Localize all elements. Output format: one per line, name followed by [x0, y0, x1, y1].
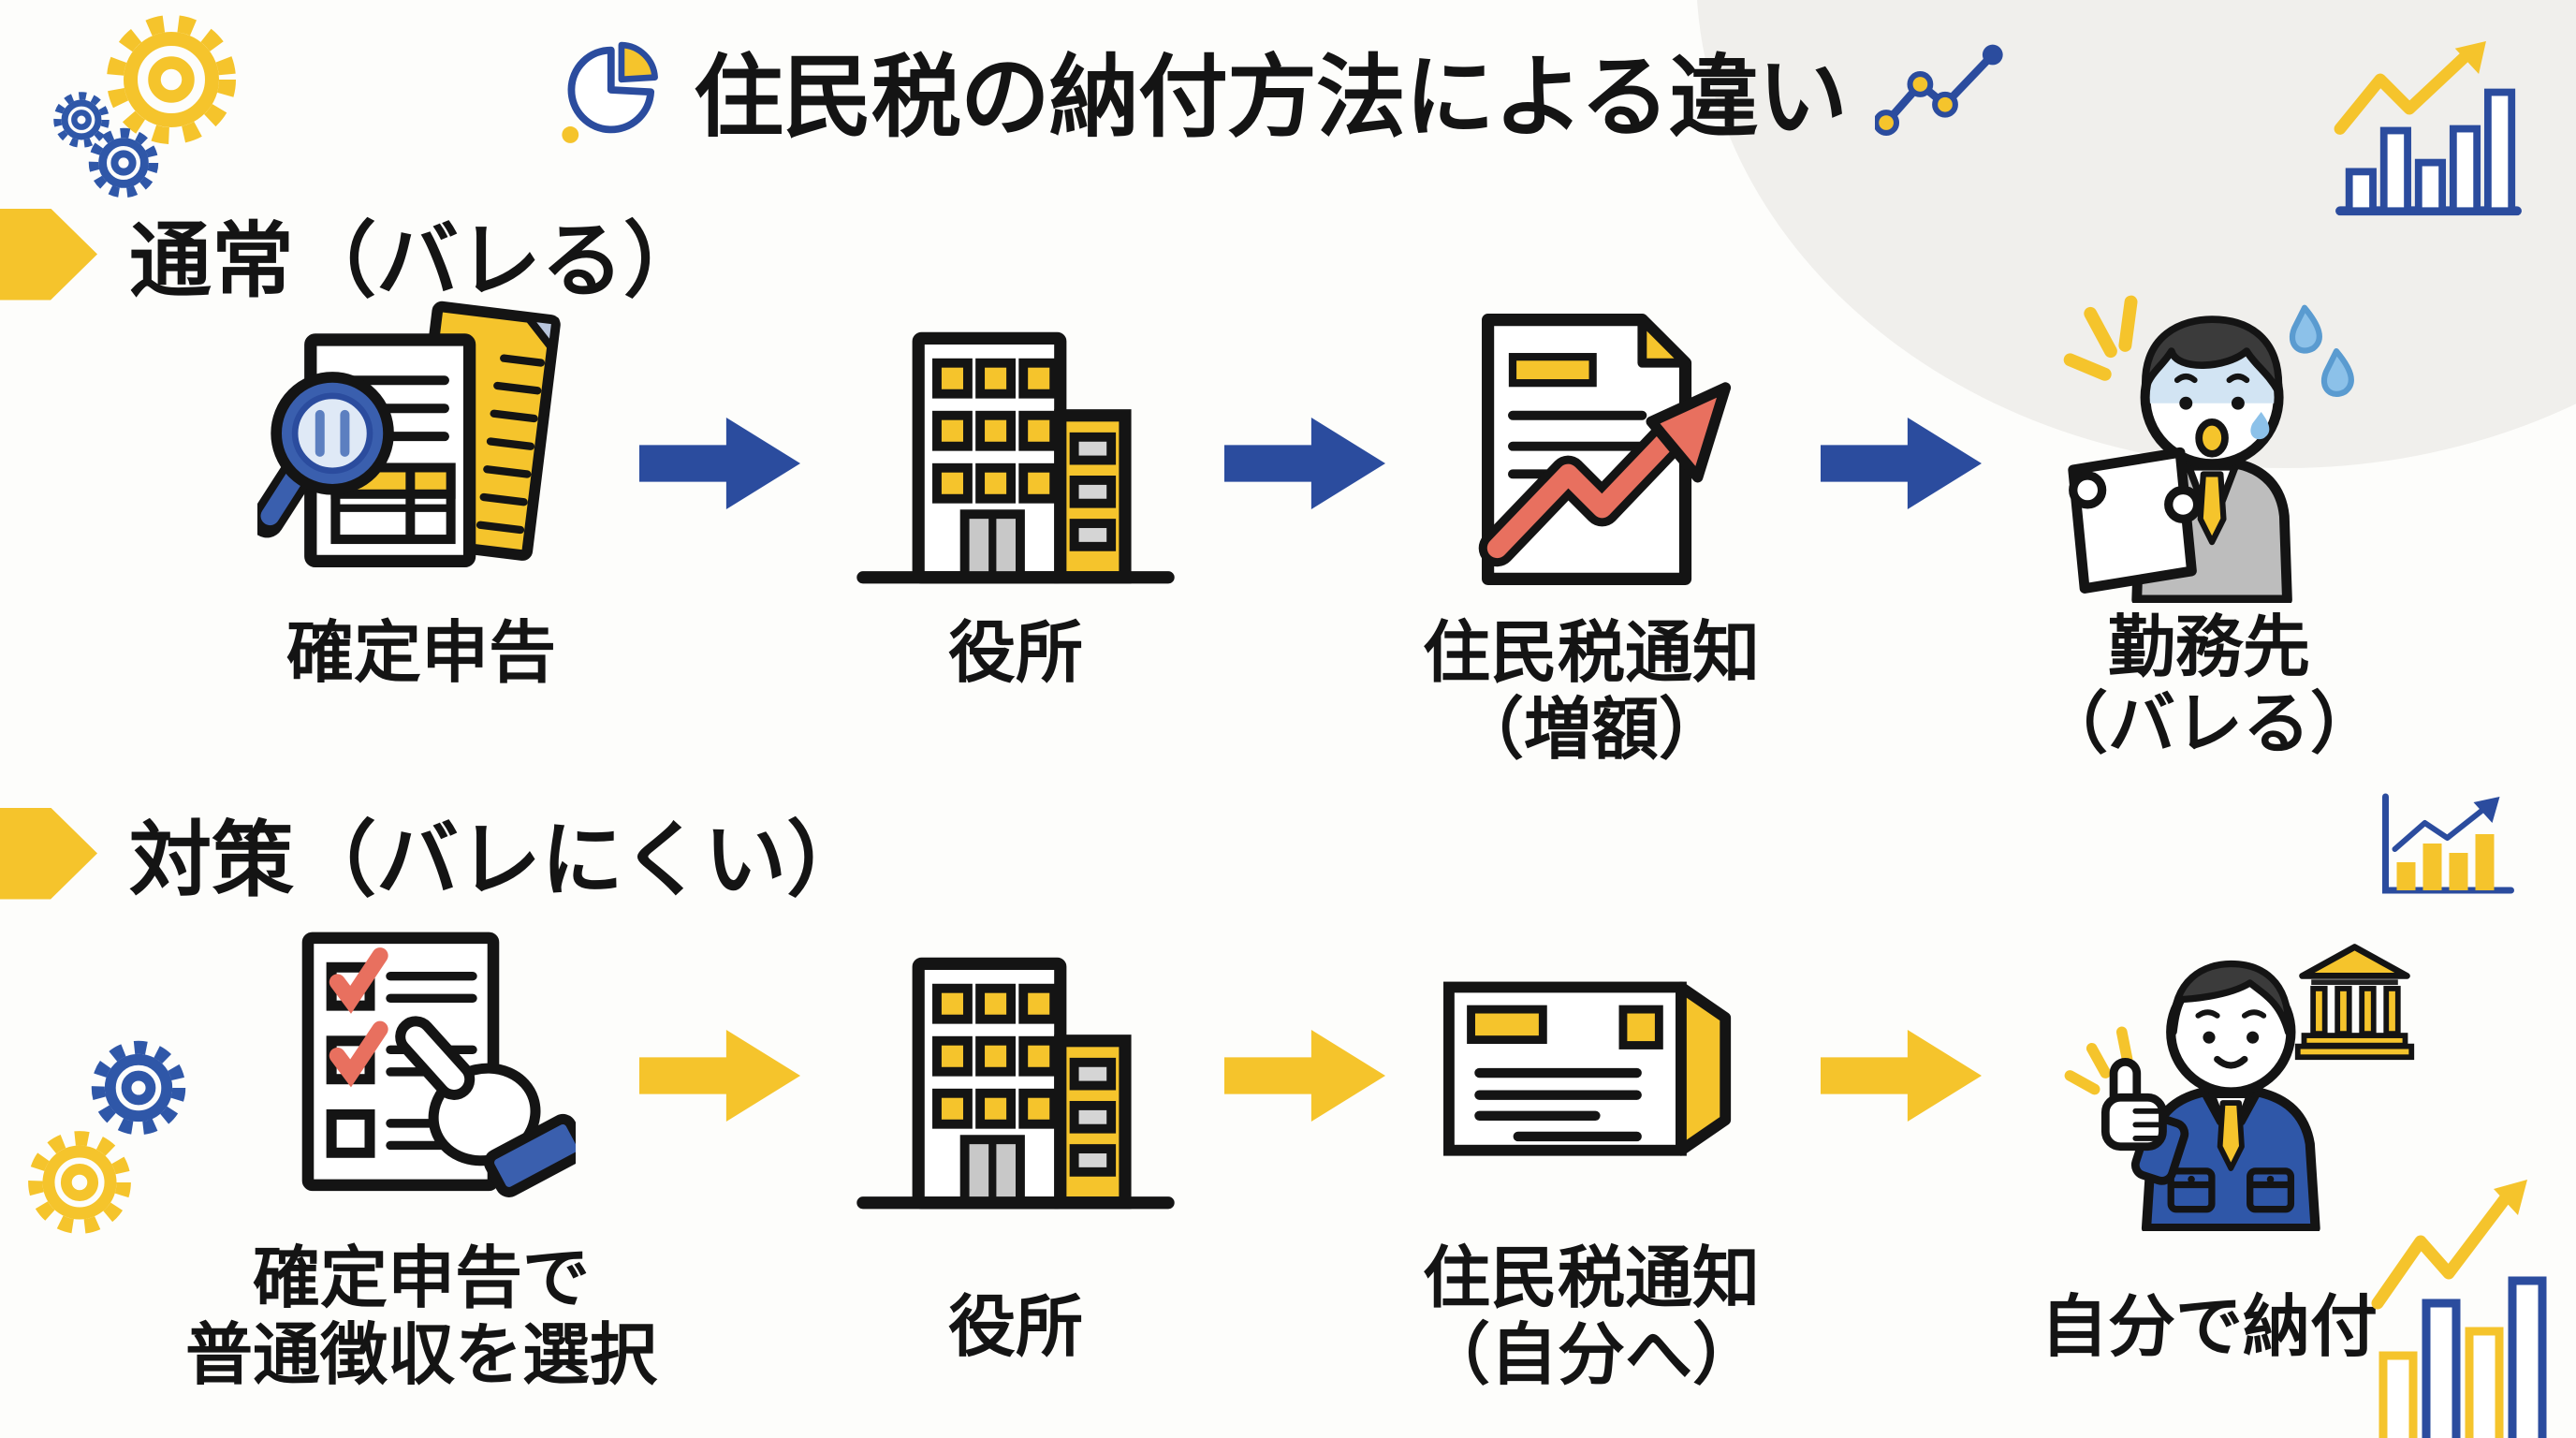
page-title: 住民税の納付方法による違い — [693, 48, 1848, 148]
step-label: 役所 — [947, 1290, 1083, 1365]
flow-arrow-right-icon — [1821, 418, 1982, 509]
section-heading-normal: 通常（バレる） — [0, 195, 706, 314]
step-label: 自分で納付 — [2040, 1290, 2378, 1365]
section-heading-countermeasure: 対策（バレにくい） — [0, 794, 869, 913]
flow-step: 住民税通知 （自分へ） — [1367, 917, 1816, 1394]
line-graph-icon — [1875, 44, 2003, 136]
step-label: 確定申告で 普通徴収を選択 — [184, 1241, 657, 1394]
section-heading-text: 対策（バレにくい） — [129, 814, 870, 906]
step-label: 住民税通知 （自分へ） — [1422, 1241, 1760, 1394]
tax-notice-postcard-icon — [1432, 917, 1750, 1231]
checklist-select-icon — [267, 917, 576, 1231]
yellow-chevron-marker — [0, 807, 97, 900]
gear-icon — [91, 1040, 186, 1136]
flow-step: 確定申告 — [215, 292, 627, 692]
self-payment-thumbs-up-icon — [2045, 917, 2373, 1231]
government-office-building-icon — [854, 917, 1178, 1231]
flow-step: 自分で納付 — [1984, 917, 2434, 1366]
flow-step: 勤務先 （バレる） — [1984, 286, 2434, 763]
gear-icon — [107, 15, 236, 144]
step-label: 勤務先 （バレる） — [2040, 610, 2378, 763]
title-bar: 住民税の納付方法による違い — [0, 24, 2576, 154]
flow-arrow-right-icon — [1224, 1030, 1385, 1122]
government-office-building-icon — [854, 292, 1178, 606]
gear-icon — [53, 92, 110, 148]
flow-step: 役所 — [791, 292, 1240, 692]
tax-return-magnifier-icon — [257, 292, 585, 606]
flow-step: 確定申告で 普通徴収を選択 — [122, 917, 721, 1394]
flow-arrow-right-icon — [1821, 1030, 1982, 1122]
step-label: 確定申告 — [285, 616, 556, 691]
step-label: 役所 — [947, 616, 1083, 691]
flow-arrow-right-icon — [639, 418, 800, 509]
yellow-chevron-marker — [0, 208, 97, 301]
flow-step: 役所 — [791, 917, 1240, 1366]
flow-step: 住民税通知 （増額） — [1367, 292, 1816, 769]
gear-icon — [88, 127, 159, 198]
tax-notice-increase-icon — [1429, 292, 1753, 606]
step-label: 住民税通知 （増額） — [1422, 616, 1760, 769]
flow-arrow-right-icon — [1224, 418, 1385, 509]
bar-chart-middle-right-icon — [2382, 793, 2514, 894]
bar-chart-top-right-icon — [2334, 40, 2522, 216]
bar-chart-bottom-right-icon — [2371, 1180, 2547, 1438]
shocked-employee-icon — [2050, 286, 2368, 603]
gear-icon — [28, 1131, 131, 1234]
pie-chart-icon — [562, 41, 658, 143]
section-heading-text: 通常（バレる） — [129, 214, 707, 307]
bank-icon — [2294, 944, 2415, 1061]
